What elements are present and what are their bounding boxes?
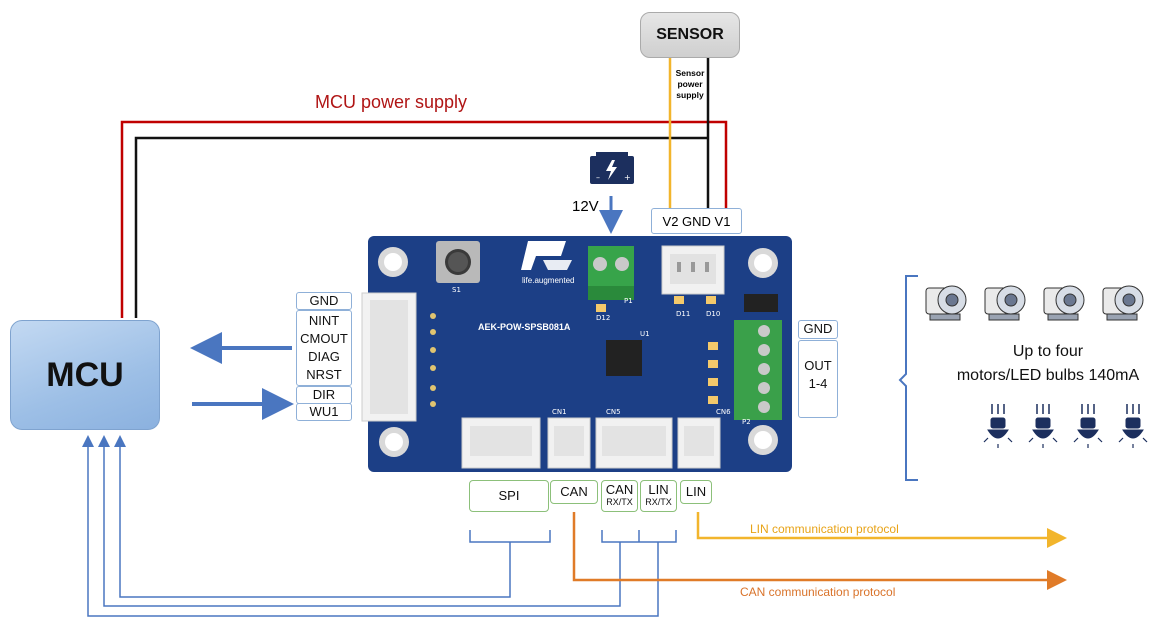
label-lin-rxtx-sub: RX/TX bbox=[645, 497, 672, 507]
pin-nrst: NRST bbox=[306, 367, 342, 382]
spi-to-mcu-line bbox=[114, 435, 511, 598]
jumper bbox=[744, 294, 778, 312]
can-protocol-label: CAN communication protocol bbox=[740, 585, 896, 599]
label-spi-text: SPI bbox=[498, 488, 520, 503]
can-protocol-line bbox=[572, 512, 1067, 590]
silk-label: CN6 bbox=[716, 408, 731, 416]
gnd-wire-black bbox=[134, 136, 708, 318]
pin-gnd: GND bbox=[296, 292, 352, 310]
silk-label: S1 bbox=[452, 286, 461, 294]
connector-spi bbox=[461, 417, 541, 469]
connector-can-lin bbox=[595, 417, 673, 469]
pin-cmout: CMOUT bbox=[300, 331, 348, 346]
mcu-power-label: MCU power supply bbox=[315, 92, 468, 112]
label-lin: LIN bbox=[680, 480, 712, 504]
board-model: AEK-POW-SPSB081A bbox=[478, 322, 571, 332]
mounting-hole bbox=[378, 247, 778, 457]
pin-wu1: WU1 bbox=[296, 403, 352, 421]
pin-out-gnd: GND bbox=[798, 320, 838, 339]
pin-nint: NINT bbox=[308, 313, 340, 328]
svg-text:+: + bbox=[624, 173, 631, 182]
silk-label: P1 bbox=[624, 297, 633, 305]
mcu-block: MCU bbox=[10, 320, 160, 430]
sensor-label: SENSOR bbox=[656, 26, 724, 43]
label-can-rxtx-sub: RX/TX bbox=[606, 497, 633, 507]
spi-bracket bbox=[469, 530, 551, 543]
loads-text: Up to four motors/LED bulbs 140mA bbox=[928, 340, 1168, 388]
motor-icon bbox=[925, 285, 1144, 321]
lin-protocol-label: LIN communication protocol bbox=[750, 522, 899, 536]
mcu-power-wire-red bbox=[120, 120, 728, 318]
label-can-rxtx: CAN RX/TX bbox=[601, 480, 638, 512]
loads-line-1: Up to four bbox=[1012, 343, 1084, 360]
can-to-mcu-line bbox=[98, 435, 621, 607]
board-brand-text: life.augmented bbox=[522, 276, 575, 285]
silk-label: D12 bbox=[596, 314, 610, 322]
label-can: CAN bbox=[550, 480, 598, 504]
label-lin-rxtx: LIN RX/TX bbox=[640, 480, 677, 512]
loads-brace bbox=[898, 275, 918, 481]
st-logo-icon bbox=[521, 241, 572, 270]
ic-u1 bbox=[606, 340, 642, 376]
loads-line-2: motors/LED bulbs 140mA bbox=[956, 367, 1140, 384]
pin-out-line-1: OUT bbox=[804, 358, 832, 373]
pcb-board bbox=[361, 236, 792, 472]
pin-diag: DIAG bbox=[308, 349, 340, 364]
mcu-label: MCU bbox=[46, 355, 124, 394]
sensor-power-line-1: Sensor bbox=[675, 68, 705, 78]
battery-icon: – + bbox=[590, 152, 634, 184]
pin-group-status: NINT CMOUT DIAG NRST bbox=[296, 310, 352, 386]
label-spi: SPI bbox=[469, 480, 549, 512]
label-can-rxtx-text: CAN bbox=[605, 482, 634, 497]
pin-out-line-2: 1-4 bbox=[808, 376, 828, 391]
label-lin-rxtx-text: LIN bbox=[648, 482, 669, 497]
terminal-p1 bbox=[588, 246, 634, 300]
sensor-power-line-2: power bbox=[677, 79, 703, 89]
sensor-block: SENSOR bbox=[640, 12, 740, 58]
sensor-power-label: Sensor power supply bbox=[673, 68, 707, 101]
push-button-s1 bbox=[436, 241, 480, 283]
silk-label: D10 bbox=[706, 310, 720, 318]
lin-protocol-line bbox=[696, 512, 1067, 548]
connector-left bbox=[361, 292, 417, 422]
silk-label: D11 bbox=[676, 310, 690, 318]
terminal-out bbox=[734, 320, 782, 420]
battery-voltage-label: 12V bbox=[572, 198, 599, 215]
connector-sensor bbox=[661, 245, 725, 295]
pin-dir: DIR bbox=[296, 386, 352, 404]
silk-label: U1 bbox=[640, 330, 650, 338]
sensor-power-line-3: supply bbox=[676, 90, 704, 100]
silk-label: CN5 bbox=[606, 408, 621, 416]
svg-text:–: – bbox=[596, 173, 600, 182]
label-can-text: CAN bbox=[560, 484, 588, 499]
silk-label: CN1 bbox=[552, 408, 567, 416]
header-pins-label: V2 GND V1 bbox=[651, 208, 742, 234]
connector-can bbox=[547, 417, 591, 469]
silk-label: P2 bbox=[742, 418, 751, 426]
led-bulb-icon bbox=[983, 404, 1148, 448]
pin-out-group: OUT 1-4 bbox=[798, 340, 838, 418]
connector-lin bbox=[677, 417, 721, 469]
label-lin-text: LIN bbox=[685, 484, 707, 499]
